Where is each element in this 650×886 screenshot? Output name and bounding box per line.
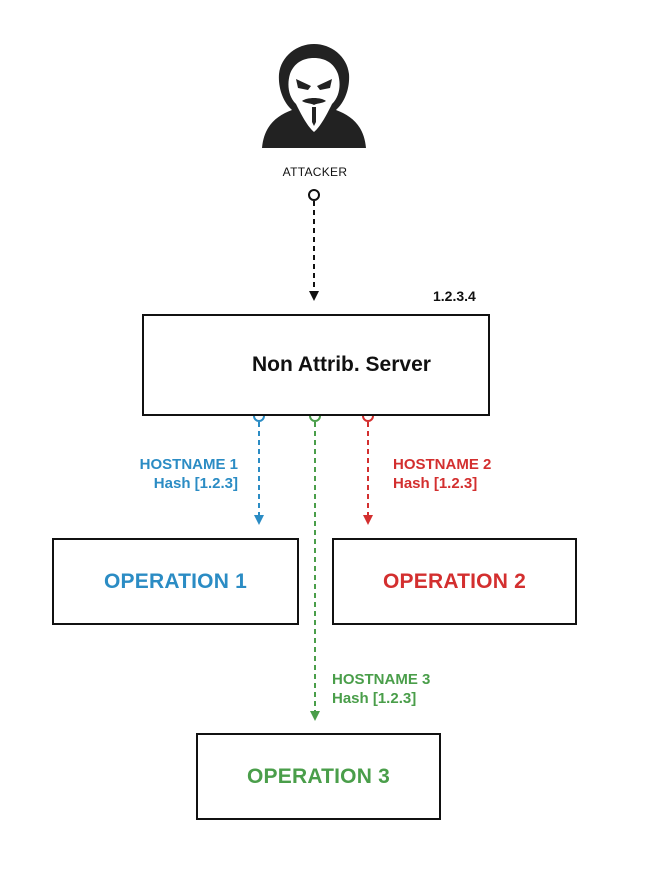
operation-1-label: OPERATION 1 [104,569,247,593]
hostname-2-label: HOSTNAME 2 Hash [1.2.3] [393,455,491,493]
hostname-3-hash: Hash [1.2.3] [332,690,417,707]
hostname-1-hash: Hash [1.2.3] [153,475,238,492]
hostname-2-hash: Hash [1.2.3] [393,475,478,492]
hostname-1-name: HOSTNAME 1 [139,456,238,473]
operation-1-box: OPERATION 1 [52,538,299,625]
server-label: Non Attrib. Server [252,353,431,376]
operation-2-label: OPERATION 2 [383,569,526,593]
operation-3-box: OPERATION 3 [196,733,441,820]
hostname-3-name: HOSTNAME 3 [332,671,431,688]
hostname-3-label: HOSTNAME 3 Hash [1.2.3] [332,670,430,708]
operation-2-box: OPERATION 2 [332,538,577,625]
hostname-2-name: HOSTNAME 2 [393,456,492,473]
server-ip-label: 1.2.3.4 [433,288,476,304]
hooded-masked-hacker-icon [262,44,366,148]
attacker-port [308,189,320,201]
attacker-label: ATTACKER [282,165,348,179]
server-box [142,314,490,416]
operation-3-label: OPERATION 3 [247,764,390,788]
hostname-1-label: HOSTNAME 1 Hash [1.2.3] [108,455,238,493]
